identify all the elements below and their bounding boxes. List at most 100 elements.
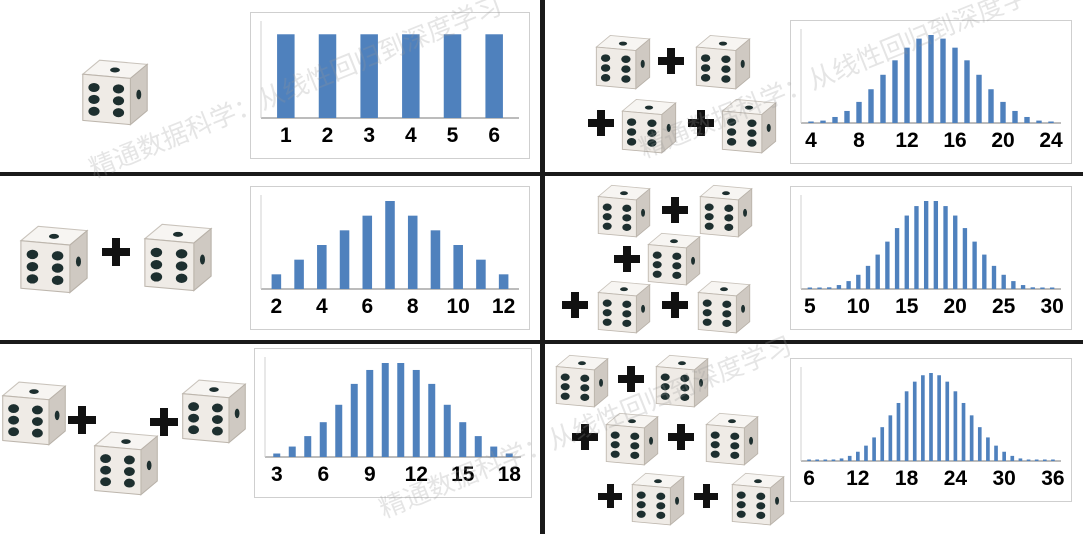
bar bbox=[474, 436, 482, 457]
bar bbox=[1018, 458, 1023, 461]
die-icon bbox=[180, 376, 248, 444]
die-icon bbox=[720, 96, 778, 154]
plus-icon bbox=[668, 424, 694, 450]
x-tick-label: 9 bbox=[363, 463, 376, 486]
bar bbox=[1010, 455, 1015, 461]
bar bbox=[402, 34, 420, 118]
bar bbox=[937, 375, 941, 461]
x-tick-label: 18 bbox=[497, 463, 521, 486]
bar bbox=[1051, 459, 1055, 461]
x-tick-label: 6 bbox=[361, 295, 374, 318]
bar bbox=[366, 369, 374, 457]
bar bbox=[1000, 101, 1006, 123]
x-tick-label: 3 bbox=[363, 124, 376, 147]
bar bbox=[1040, 287, 1045, 289]
x-tick-label: 8 bbox=[406, 295, 419, 318]
plus-icon bbox=[572, 424, 598, 450]
x-tick-label: 30 bbox=[1040, 295, 1064, 318]
bar bbox=[856, 101, 862, 123]
x-tick-label: 15 bbox=[895, 295, 919, 318]
die-icon bbox=[596, 278, 652, 334]
bar bbox=[1020, 285, 1026, 289]
bar bbox=[807, 459, 811, 461]
die-icon bbox=[620, 96, 678, 154]
bar bbox=[991, 265, 997, 289]
bars-layer bbox=[260, 21, 519, 119]
bar bbox=[982, 254, 987, 289]
bar bbox=[1024, 116, 1030, 123]
x-tick-label: 10 bbox=[446, 295, 470, 318]
bar bbox=[953, 215, 958, 289]
plus-icon bbox=[662, 197, 688, 223]
die-icon bbox=[604, 410, 660, 466]
bar bbox=[836, 285, 842, 289]
bar bbox=[1048, 121, 1054, 123]
bar bbox=[360, 34, 378, 118]
bar bbox=[1042, 459, 1047, 461]
die-icon bbox=[630, 470, 686, 526]
x-tick-label: 4 bbox=[404, 124, 417, 147]
die-icon bbox=[80, 56, 150, 126]
bar bbox=[288, 446, 296, 457]
row-divider-1 bbox=[0, 172, 1083, 176]
bar bbox=[940, 38, 946, 123]
bar bbox=[832, 116, 838, 123]
bar bbox=[339, 230, 350, 289]
bar bbox=[986, 437, 990, 461]
plus-icon bbox=[662, 292, 688, 318]
die-icon bbox=[596, 182, 652, 238]
bar bbox=[1049, 287, 1055, 289]
die-icon bbox=[646, 230, 702, 286]
x-tick-label: 12 bbox=[846, 467, 870, 490]
bar bbox=[914, 206, 919, 289]
die-icon bbox=[696, 278, 752, 334]
bar bbox=[856, 451, 860, 461]
bar bbox=[953, 391, 958, 461]
bar bbox=[933, 201, 939, 289]
bar bbox=[904, 215, 909, 289]
bar bbox=[294, 259, 304, 289]
bar bbox=[1012, 110, 1018, 123]
x-tick-label: 2 bbox=[321, 124, 334, 147]
die-icon bbox=[704, 410, 760, 466]
bar bbox=[988, 89, 994, 123]
bar bbox=[868, 89, 874, 123]
x-tick-label: 8 bbox=[853, 129, 865, 152]
bar bbox=[916, 38, 922, 123]
x-tick-label: 15 bbox=[451, 463, 475, 486]
bar bbox=[490, 446, 498, 457]
bar bbox=[977, 427, 982, 461]
die-icon bbox=[594, 32, 652, 90]
plus-icon bbox=[694, 484, 718, 508]
bar bbox=[407, 215, 418, 289]
plus-icon bbox=[658, 48, 684, 74]
x-tick-label: 10 bbox=[846, 295, 870, 318]
bar bbox=[430, 230, 441, 289]
bars-layer bbox=[800, 195, 1061, 290]
bar bbox=[385, 201, 395, 289]
die-icon bbox=[0, 378, 68, 446]
bar bbox=[318, 34, 337, 118]
plus-icon bbox=[562, 292, 588, 318]
bar bbox=[1011, 281, 1016, 289]
plus-icon bbox=[68, 406, 96, 434]
x-tick-label: 4 bbox=[805, 129, 817, 152]
bar bbox=[1026, 459, 1031, 461]
bar bbox=[823, 459, 828, 461]
bar bbox=[952, 47, 958, 123]
bar bbox=[271, 274, 282, 289]
plus-icon bbox=[150, 408, 178, 436]
x-tick-label: 12 bbox=[404, 463, 428, 486]
bar bbox=[505, 453, 513, 457]
bar bbox=[443, 404, 451, 457]
